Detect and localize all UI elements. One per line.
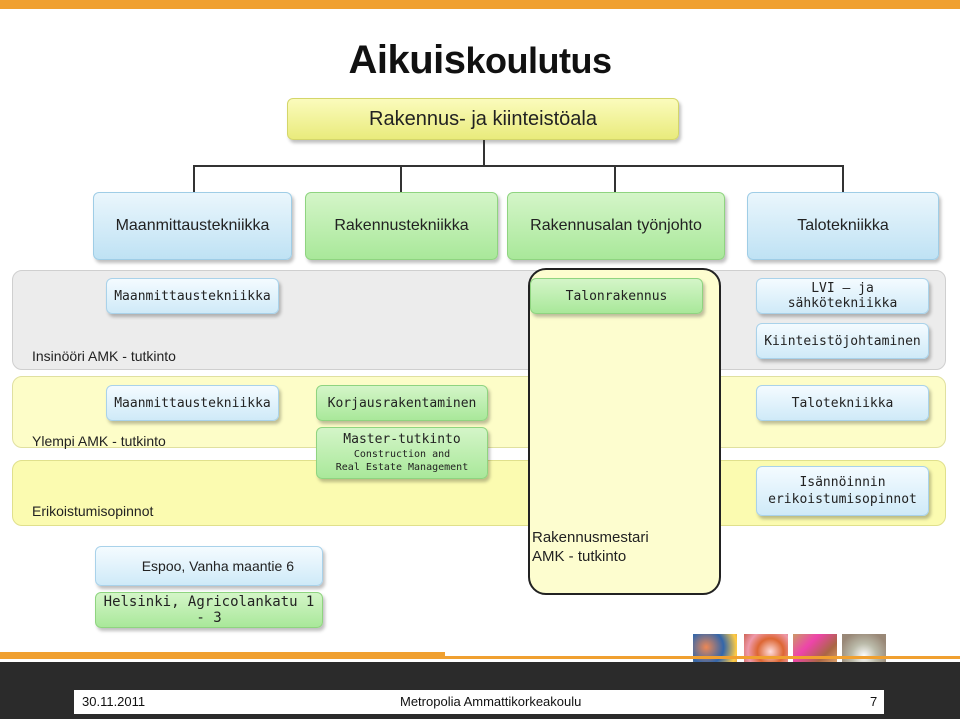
rakennusmestari-line2: AMK - tutkinto — [532, 548, 627, 565]
root-box: Rakennus- ja kiinteistöala — [287, 98, 679, 140]
helsinki-label: Helsinki, Agricolankatu 1 - 3 — [103, 594, 315, 626]
category-label: Rakennusalan työnjohto — [530, 217, 702, 234]
rakennusmestari-line1: Rakennusmestari — [532, 529, 649, 546]
ins-maanmittaus-box: Maanmittaustekniikka — [106, 278, 279, 314]
title-part2: koulutus — [465, 40, 613, 81]
espoo-label: Espoo, Vanha maantie 6 — [141, 558, 294, 574]
erikoistumis-label: Erikoistumisopinnot — [32, 503, 154, 519]
footer-orange-left — [0, 652, 445, 659]
category-label: Rakennustekniikka — [334, 217, 469, 234]
connector-2 — [400, 165, 402, 192]
helsinki-location-box: Helsinki, Agricolankatu 1 - 3 — [95, 592, 323, 628]
top-accent-bar — [0, 0, 960, 9]
connector-3 — [614, 165, 616, 192]
ylempi-korjaus-box: Korjausrakentaminen — [316, 385, 488, 421]
rakennusmestari-column — [528, 268, 721, 595]
root-label: Rakennus- ja kiinteistöala — [369, 107, 597, 130]
master-title: Master-tutkinto — [343, 431, 461, 447]
espoo-location-box: Espoo, Vanha maantie 6 — [95, 546, 323, 586]
connector-horizontal — [193, 165, 844, 167]
connector-4 — [842, 165, 844, 192]
ylempi-talotekniikka-box: Talotekniikka — [756, 385, 929, 421]
ylempi-korjaus-label: Korjausrakentaminen — [327, 395, 477, 411]
footer-strip — [74, 690, 884, 714]
category-talotekniikka: Talotekniikka — [747, 192, 939, 260]
category-rakennustekniikka: Rakennustekniikka — [305, 192, 498, 260]
master-sub2: Real Estate Management — [335, 461, 469, 473]
footer-orange-right — [445, 656, 960, 659]
ins-maanmittaus-label: Maanmittaustekniikka — [114, 288, 271, 304]
connector-root — [483, 140, 485, 166]
ins-lvi-box: LVI – ja sähkötekniikka — [756, 278, 929, 314]
category-maanmittaus: Maanmittaustekniikka — [93, 192, 292, 260]
isannointi-box: Isännöinnin erikoistumisopinnot — [756, 466, 929, 516]
footer-page-number: 7 — [870, 694, 878, 709]
ylempi-maanmittaus-box: Maanmittaustekniikka — [106, 385, 279, 421]
category-tyonjohto: Rakennusalan työnjohto — [507, 192, 725, 260]
ins-talonrakennus-label: Talonrakennus — [565, 288, 668, 304]
ins-kiinteisto-box: Kiinteistöjohtaminen — [756, 323, 929, 359]
slide-title: Aikuiskoulutus — [0, 38, 960, 83]
isannointi-line1: Isännöinnin — [799, 475, 886, 490]
footer-org: Metropolia Ammattikorkeakoulu — [400, 694, 582, 709]
ins-kiinteisto-label: Kiinteistöjohtaminen — [764, 333, 921, 349]
master-sub1: Construction and — [353, 448, 451, 460]
category-label: Maanmittaustekniikka — [115, 217, 270, 234]
title-part1: Aikuis — [348, 38, 466, 82]
footer-date: 30.11.2011 — [82, 694, 146, 709]
insinoori-label: Insinööri AMK - tutkinto — [32, 348, 176, 364]
category-label: Talotekniikka — [797, 217, 889, 234]
ins-talonrakennus-box: Talonrakennus — [530, 278, 703, 314]
rakennusmestari-label: Rakennusmestari AMK - tutkinto — [532, 528, 649, 566]
ylempi-talotekniikka-label: Talotekniikka — [791, 395, 894, 411]
master-box: Master-tutkinto Construction and Real Es… — [316, 427, 488, 479]
ylempi-maanmittaus-label: Maanmittaustekniikka — [114, 395, 271, 411]
ylempi-label: Ylempi AMK - tutkinto — [32, 433, 166, 449]
connector-1 — [193, 165, 195, 192]
isannointi-line2: erikoistumisopinnot — [768, 492, 917, 507]
ins-lvi-label: LVI – ja sähkötekniikka — [787, 281, 898, 311]
